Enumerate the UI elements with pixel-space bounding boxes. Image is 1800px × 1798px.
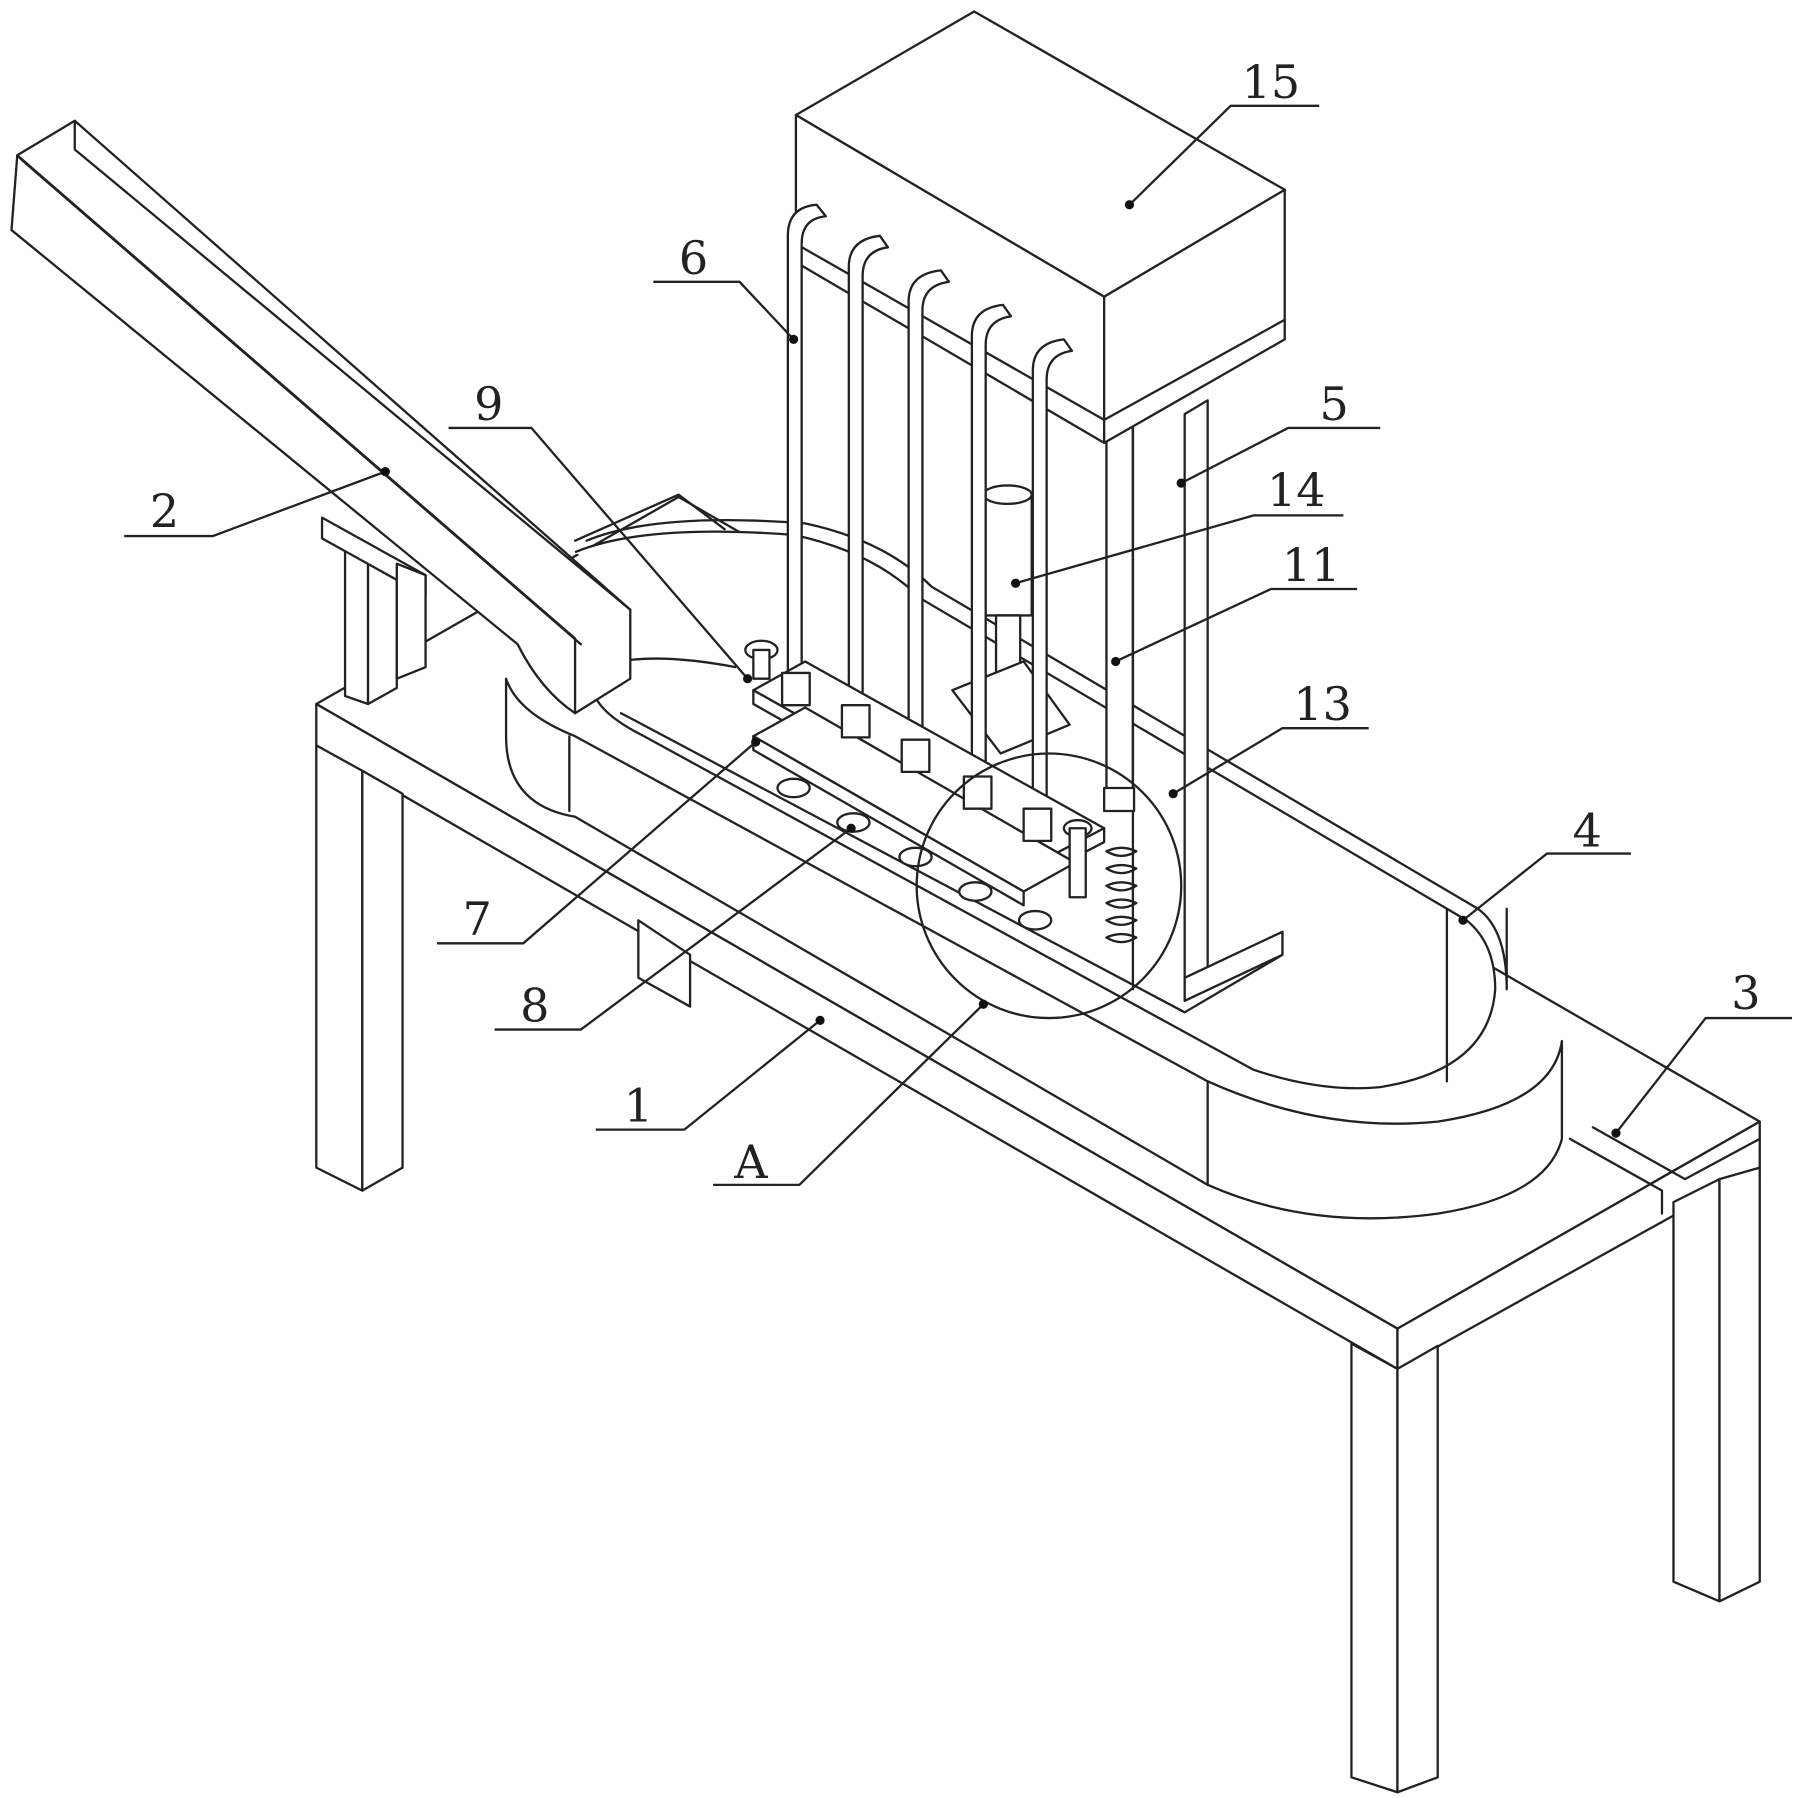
cylinder xyxy=(952,485,1069,753)
label-9: 9 xyxy=(474,377,503,431)
label-11: 11 xyxy=(1282,538,1341,592)
label-2: 2 xyxy=(150,484,179,538)
label-4: 4 xyxy=(1573,804,1602,858)
label-15: 15 xyxy=(1242,55,1301,109)
label-5: 5 xyxy=(1320,377,1349,431)
label-14: 14 xyxy=(1267,463,1326,517)
label-6: 6 xyxy=(679,231,708,285)
label-3: 3 xyxy=(1731,966,1760,1020)
feed-chute xyxy=(12,121,631,713)
label-1: 1 xyxy=(624,1079,653,1133)
label-8: 8 xyxy=(520,979,549,1033)
label-A: A xyxy=(733,1135,768,1189)
label-7: 7 xyxy=(463,892,492,946)
label-13: 13 xyxy=(1293,677,1352,731)
